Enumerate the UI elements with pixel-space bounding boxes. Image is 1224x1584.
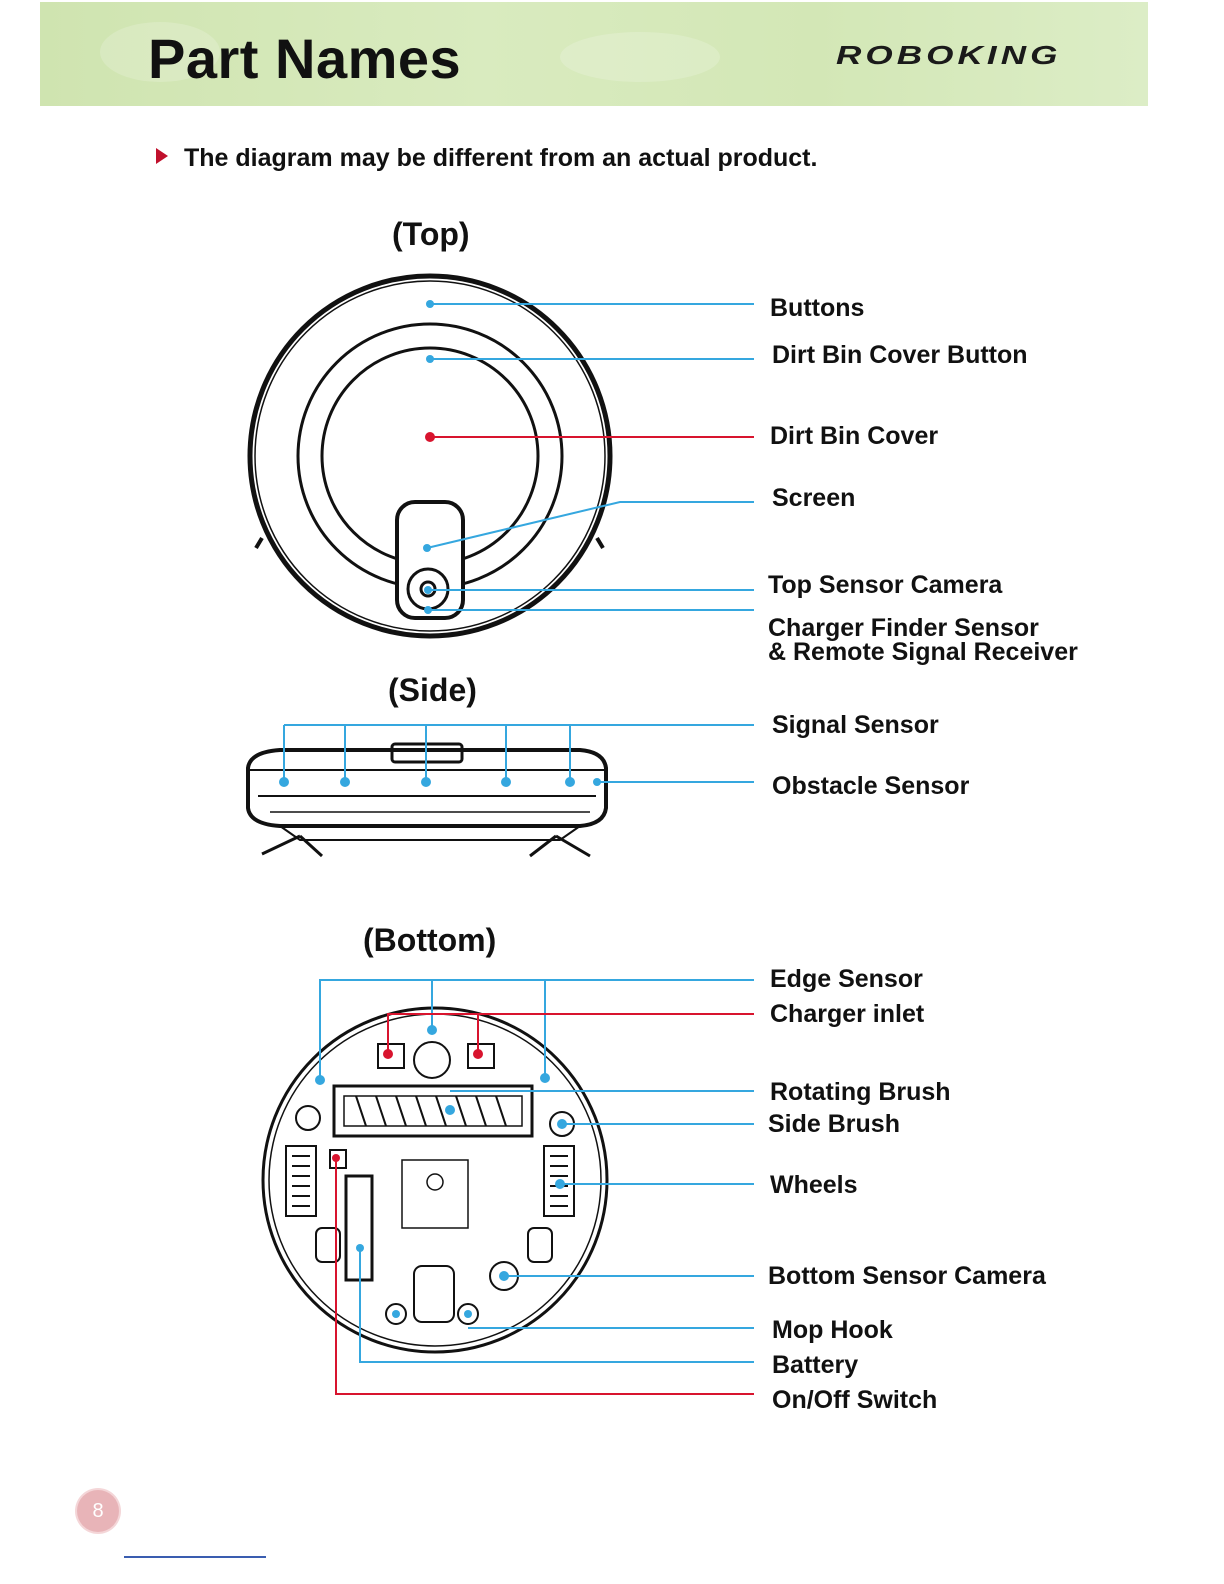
label-top-sensor-camera: Top Sensor Camera: [768, 571, 1003, 599]
page-number-badge: 8: [77, 1490, 119, 1532]
side-base: [279, 825, 581, 841]
side-view-title: (Side): [388, 672, 477, 708]
label-dirt-bin-cover: Dirt Bin Cover: [770, 422, 939, 450]
on-off-switch-shape: [329, 1149, 347, 1169]
rear-caster: [413, 1265, 455, 1323]
side-brushes: [261, 834, 591, 858]
banner-texture: [560, 32, 720, 82]
label-screen: Screen: [772, 484, 856, 512]
label-side-brush: Side Brush: [768, 1110, 900, 1138]
bottom-view-drawing: [261, 1006, 609, 1354]
wheel-right: [543, 1145, 575, 1217]
label-mop-hook: Mop Hook: [772, 1316, 893, 1344]
bullet-arrow-icon: [156, 148, 168, 164]
top-side-brush-tips: [254, 536, 605, 550]
banner-texture: [100, 22, 220, 82]
label-rotating-brush: Rotating Brush: [770, 1078, 951, 1106]
front-caster: [413, 1041, 451, 1079]
label-charger-inlet: Charger inlet: [770, 1000, 925, 1028]
label-obstacle-sensor: Obstacle Sensor: [772, 772, 970, 800]
rotating-brush-housing: [332, 1084, 534, 1138]
screen-housing: [395, 500, 465, 620]
label-signal-sensor: Signal Sensor: [772, 711, 939, 739]
brush-bristles: [355, 1095, 507, 1127]
disclaimer-text: The diagram may be different from an act…: [184, 144, 818, 172]
label-charger-finder-sensor: Charger Finder Sensor: [768, 614, 1039, 642]
label-edge-sensor: Edge Sensor: [770, 965, 923, 993]
page-title: Part Names: [148, 27, 462, 90]
bottom-view-title: (Bottom): [363, 922, 497, 958]
rear-foot-left: [315, 1227, 341, 1263]
label-remote-signal-receiver: & Remote Signal Receiver: [768, 638, 1078, 666]
bottom-leaders: [315, 979, 754, 1395]
header-banner: Part Names ROBOKING: [40, 2, 1148, 106]
wheel-left: [285, 1145, 317, 1217]
bottom-outer-shell: [261, 1006, 609, 1354]
label-bottom-sensor-camera: Bottom Sensor Camera: [768, 1262, 1046, 1290]
charger-contact-right: [467, 1043, 495, 1069]
footer-rule: [124, 1556, 266, 1558]
label-buttons: Buttons: [770, 294, 865, 322]
battery-cover: [401, 1159, 469, 1229]
top-view-drawing: [247, 273, 613, 639]
side-leaders: [279, 724, 754, 787]
label-wheels: Wheels: [770, 1171, 858, 1199]
top-view-title: (Top): [392, 216, 470, 252]
rear-foot-right: [527, 1227, 553, 1263]
mop-hook-left: [385, 1303, 407, 1325]
disclaimer-note: The diagram may be different from an act…: [156, 144, 817, 173]
top-outer-rim: [254, 280, 606, 632]
charger-contact-left: [377, 1043, 405, 1069]
top-leaders: [423, 300, 754, 614]
label-on-off-switch: On/Off Switch: [772, 1386, 938, 1414]
side-body: [246, 748, 608, 828]
brand-logo: ROBOKING: [836, 40, 1062, 70]
label-dirt-bin-cover-button: Dirt Bin Cover Button: [772, 341, 1028, 369]
side-brush-left: [295, 1105, 321, 1131]
top-outer-shell: [247, 273, 613, 639]
mop-hook-right: [457, 1303, 479, 1325]
label-battery: Battery: [772, 1351, 859, 1379]
